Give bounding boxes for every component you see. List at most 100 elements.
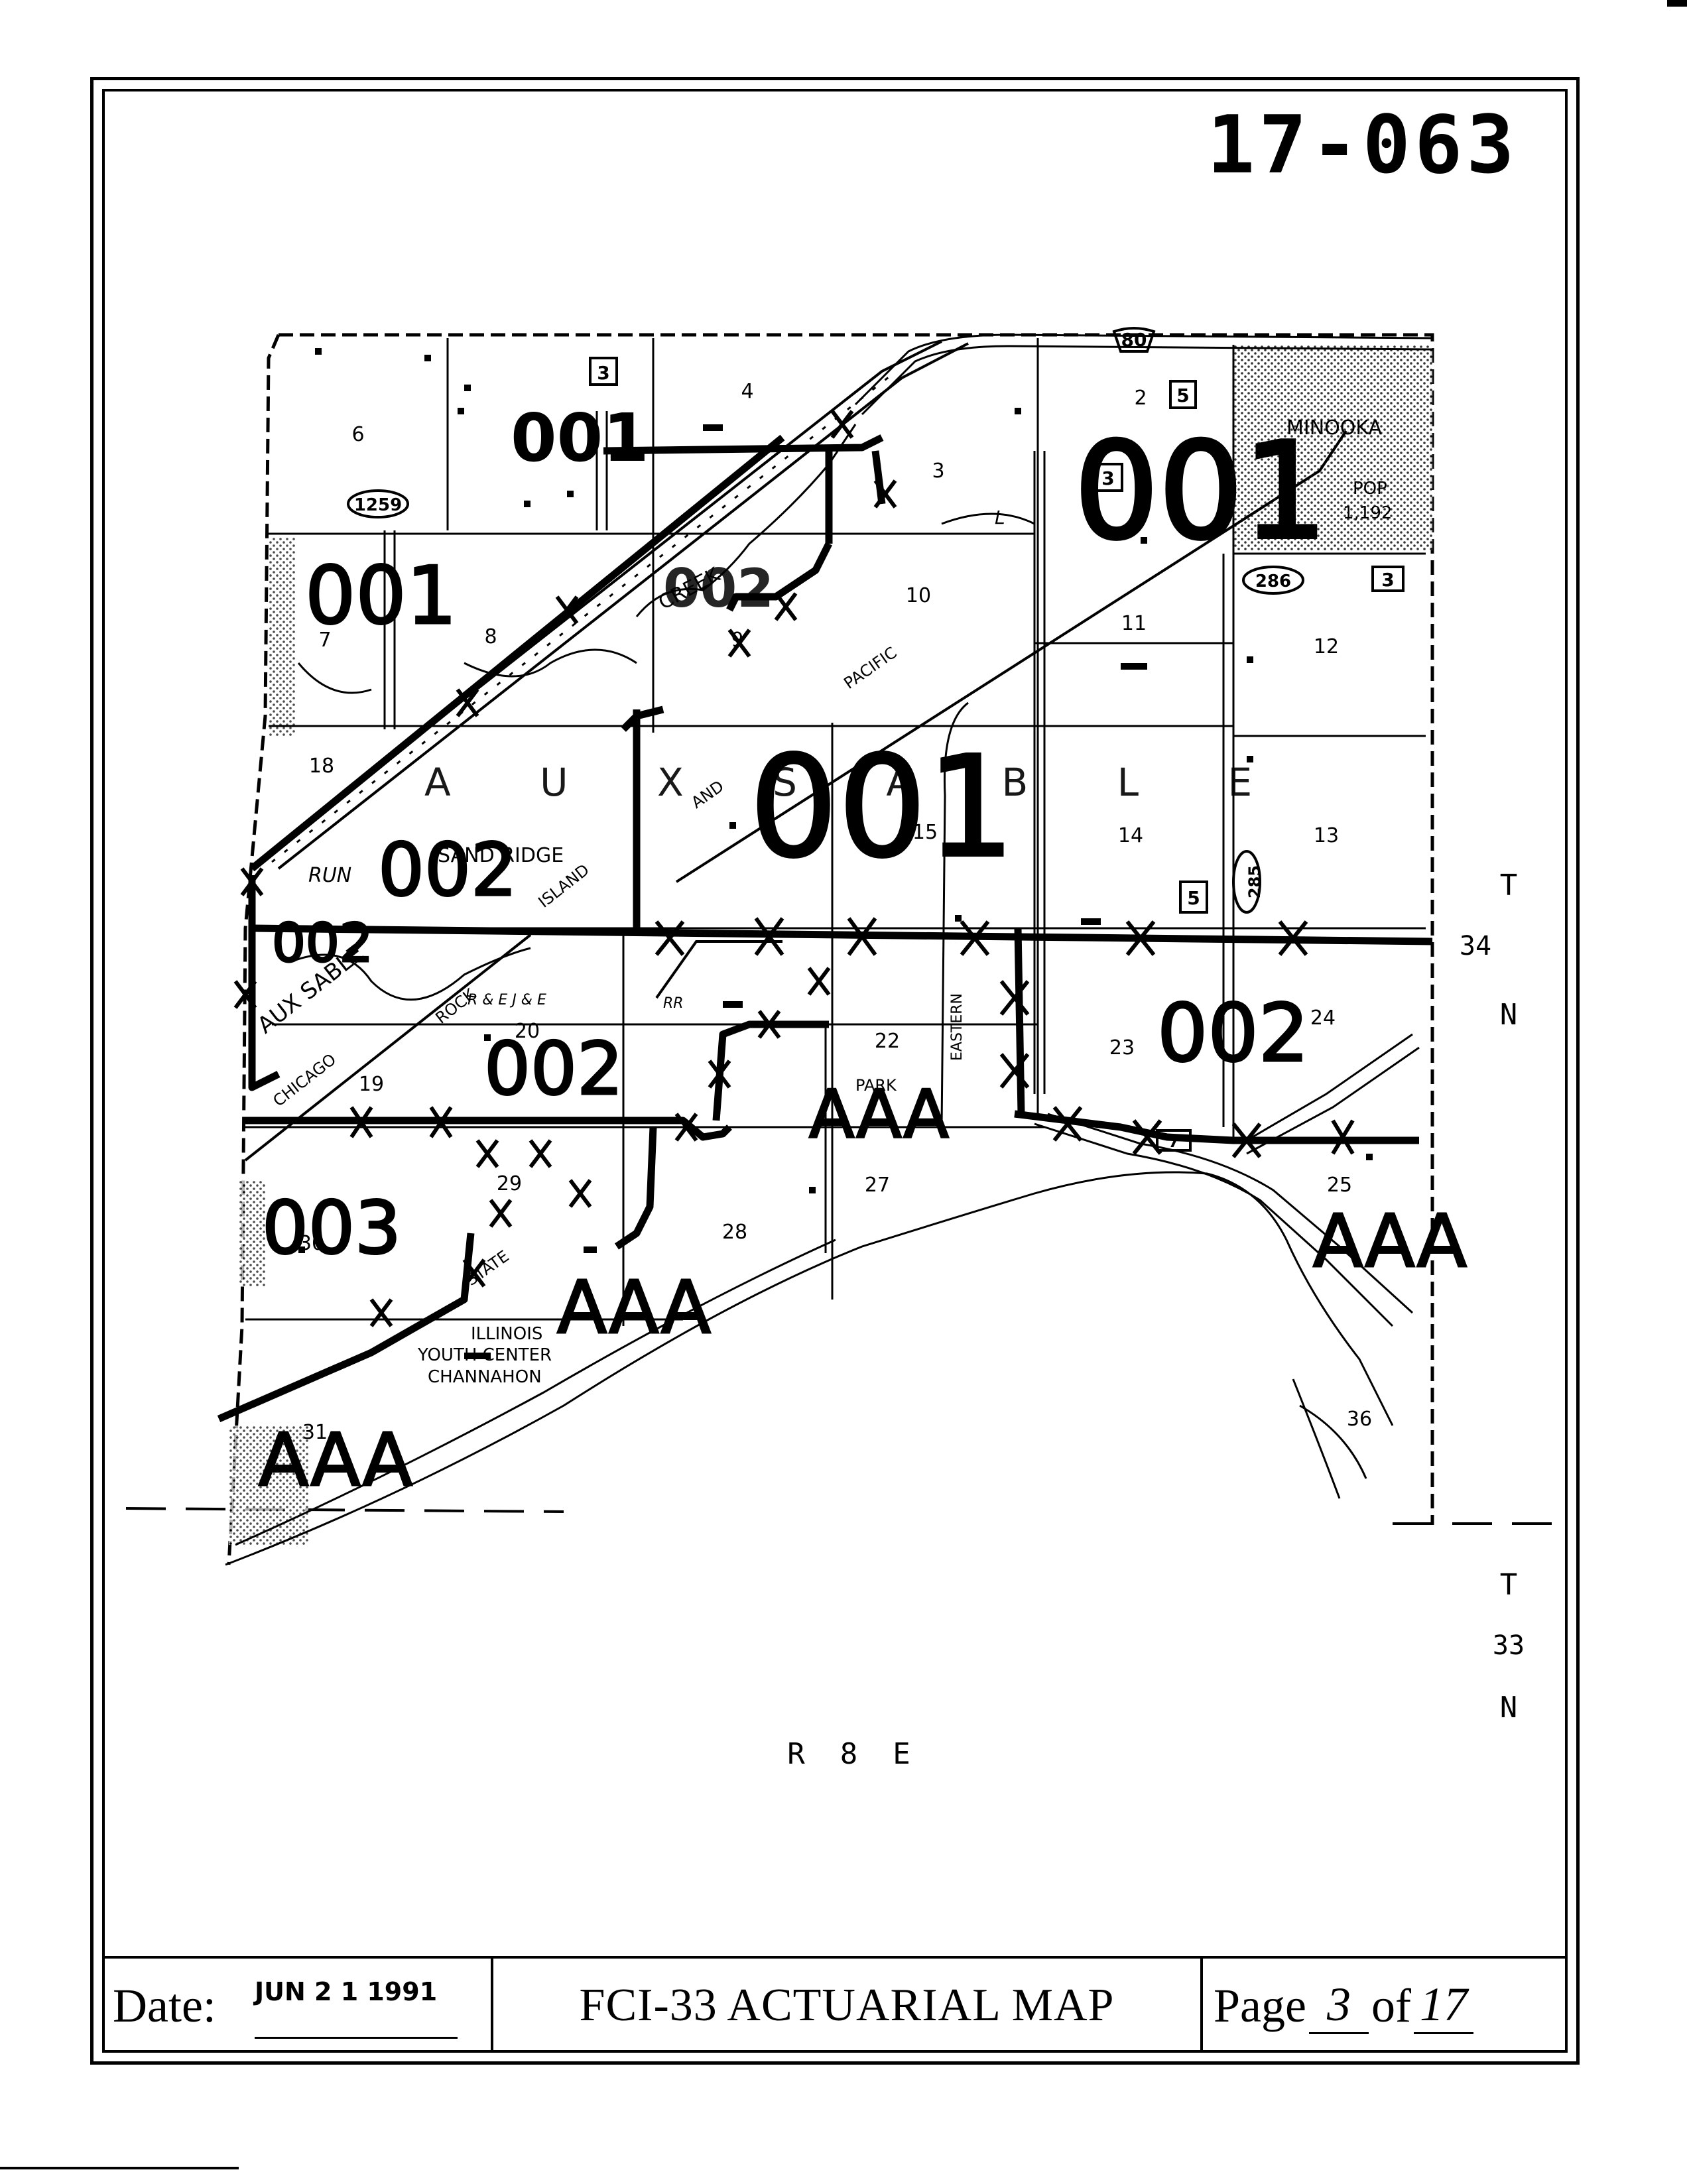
zone-001-ne: 001 bbox=[1074, 414, 1328, 569]
place-pop-value: 1,192 bbox=[1343, 503, 1392, 523]
section-11: 11 bbox=[1121, 612, 1147, 635]
zone-aaa-east: AAA bbox=[1313, 1199, 1467, 1284]
page-of: of bbox=[1371, 1978, 1411, 2032]
highways bbox=[383, 334, 1433, 1128]
zone-002-east: 002 bbox=[1157, 988, 1309, 1080]
route-shields bbox=[347, 327, 1405, 1152]
place-pacific: PACIFIC bbox=[840, 643, 900, 693]
zone-001-west: 001 bbox=[305, 550, 457, 642]
t34-n: N bbox=[1500, 998, 1518, 1032]
t33-num: 33 bbox=[1493, 1630, 1525, 1661]
zone-aaa-sw: AAA bbox=[259, 1418, 412, 1502]
place-run: RUN bbox=[308, 864, 351, 887]
shield-285: 285 bbox=[1245, 865, 1264, 898]
place-rej-e: R & E J & E bbox=[468, 992, 546, 1008]
section-7: 7 bbox=[318, 629, 331, 652]
zone-001-north: 001 bbox=[511, 399, 649, 477]
place-island: ISLAND bbox=[534, 861, 592, 912]
section-8: 8 bbox=[484, 625, 497, 648]
section-27: 27 bbox=[865, 1174, 890, 1197]
shield-1259: 1259 bbox=[354, 495, 402, 515]
township-name: A U X S A B L E bbox=[424, 760, 1290, 805]
shield-7: 7 bbox=[1168, 1132, 1180, 1151]
shield-3c: 3 bbox=[1381, 569, 1394, 591]
zone-001-center: 001 bbox=[749, 726, 1015, 888]
stipple-corner bbox=[229, 1426, 308, 1545]
section-3: 3 bbox=[932, 459, 944, 483]
section-28: 28 bbox=[722, 1221, 747, 1244]
section-24: 24 bbox=[1310, 1006, 1336, 1030]
page-label: Page bbox=[1214, 1978, 1306, 2032]
section-36: 36 bbox=[1347, 1408, 1372, 1431]
scan-edge-line bbox=[0, 2167, 239, 2169]
range-label: R 8 E bbox=[787, 1737, 910, 1771]
map-boundary bbox=[227, 333, 1434, 1565]
section-19: 19 bbox=[359, 1073, 384, 1096]
inner-border bbox=[102, 89, 1568, 2053]
page-number: 3 bbox=[1308, 1977, 1369, 2034]
margin-labels: T 34 N T 33 N R 8 E bbox=[787, 869, 1525, 1771]
section-29: 29 bbox=[497, 1172, 522, 1195]
minooka-area bbox=[1233, 345, 1432, 550]
zone-002-south: 002 bbox=[484, 1026, 623, 1111]
zone-codes: 001 001 001 001 002 002 002 002 002 003 … bbox=[258, 399, 1468, 1504]
shield-5b: 5 bbox=[1187, 887, 1200, 909]
township-line bbox=[125, 1507, 1552, 1525]
page-total: 17 bbox=[1413, 1977, 1473, 2034]
place-sand-ridge: SAND RIDGE bbox=[438, 844, 564, 867]
section-6: 6 bbox=[351, 423, 364, 446]
section-13: 13 bbox=[1314, 824, 1339, 847]
place-youth-center: YOUTH CENTER bbox=[417, 1345, 552, 1365]
shield-3a: 3 bbox=[597, 362, 609, 384]
actuarial-map: 80 3 3 1259 5 3 286 3 5 285 7 6 5 4 2 1 … bbox=[125, 327, 1552, 1771]
section-12: 12 bbox=[1314, 635, 1339, 658]
scan-corner-mark bbox=[1667, 0, 1687, 7]
place-pop: POP bbox=[1353, 479, 1387, 499]
building-dots bbox=[298, 348, 1373, 1359]
section-18: 18 bbox=[309, 755, 334, 778]
title-cell: FCI-33 ACTUARIAL MAP bbox=[493, 1959, 1203, 2053]
place-l: L bbox=[995, 507, 1005, 528]
section-9: 9 bbox=[731, 629, 743, 652]
section-15: 15 bbox=[912, 821, 938, 844]
zone-002-run: 002 bbox=[378, 827, 517, 912]
stipple-sw bbox=[239, 1180, 265, 1286]
zone-aaa-park: AAA bbox=[809, 1075, 949, 1153]
zone-003: 003 bbox=[262, 1185, 401, 1270]
section-numbers: 6 5 4 2 1 3 7 8 9 10 11 12 18 15 14 13 1… bbox=[299, 380, 1372, 1444]
t33-t: T bbox=[1500, 1568, 1518, 1602]
section-4: 4 bbox=[741, 380, 753, 403]
place-chicago: CHICAGO bbox=[269, 1050, 340, 1111]
shield-80: 80 bbox=[1121, 329, 1147, 351]
outer-border bbox=[90, 77, 1580, 2065]
stipple-west bbox=[269, 537, 295, 736]
map-id: 17-063 bbox=[1207, 99, 1519, 192]
title-block: Date: JUN 2 1 1991 FCI-33 ACTUARIAL MAP … bbox=[102, 1956, 1568, 2053]
section-2: 2 bbox=[1134, 387, 1147, 410]
page-cell: Page 3 of 17 bbox=[1203, 1959, 1568, 2053]
rivers bbox=[225, 424, 1420, 1566]
shield-5a: 5 bbox=[1176, 385, 1189, 406]
shield-3b: 3 bbox=[1101, 467, 1114, 489]
place-eastern: EASTERN bbox=[949, 993, 966, 1061]
section-22: 22 bbox=[875, 1030, 900, 1053]
zone-002-west-strip: 002 bbox=[272, 912, 373, 974]
section-25: 25 bbox=[1327, 1174, 1352, 1197]
date-underline bbox=[255, 2037, 458, 2039]
section-14: 14 bbox=[1118, 824, 1143, 847]
place-channahon: CHANNAHON bbox=[428, 1367, 542, 1387]
place-rr: RR bbox=[663, 995, 684, 1012]
place-minooka: MINOOKA bbox=[1286, 416, 1383, 440]
place-illinois: ILLINOIS bbox=[471, 1324, 542, 1344]
place-park: PARK bbox=[855, 1076, 897, 1095]
date-value: JUN 2 1 1991 bbox=[255, 1977, 438, 2006]
t34-t: T bbox=[1500, 869, 1518, 902]
zone-boundaries bbox=[217, 434, 1433, 1423]
date-label: Date: bbox=[113, 1978, 216, 2032]
shield-286: 286 bbox=[1255, 572, 1291, 591]
section-20: 20 bbox=[515, 1020, 540, 1043]
t34-num: 34 bbox=[1460, 931, 1491, 961]
boundary-x-marks bbox=[233, 410, 1355, 1327]
zone-aaa-south: AAA bbox=[557, 1265, 711, 1350]
date-cell: Date: JUN 2 1 1991 bbox=[102, 1959, 493, 2053]
